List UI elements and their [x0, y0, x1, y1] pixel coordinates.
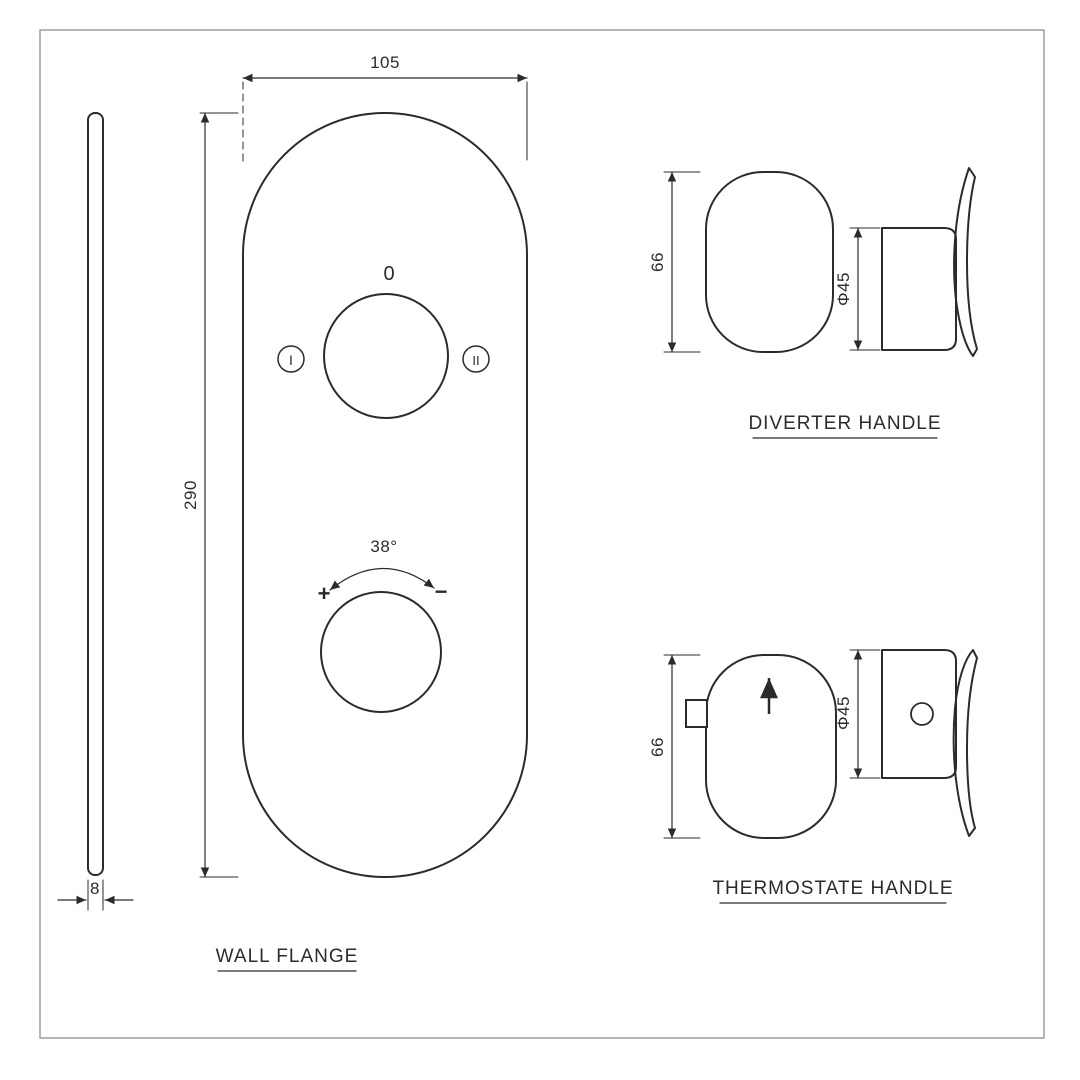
diverter-handle-label: DIVERTER HANDLE — [748, 413, 941, 434]
rotation-angle-label: 38° — [370, 537, 397, 556]
dim-height-value: 290 — [181, 480, 200, 510]
position-one-circle — [277, 345, 305, 373]
diverter-side-view-body — [881, 227, 957, 351]
position-two-label: II — [472, 353, 479, 368]
dim-thermostate-diameter-value: Φ45 — [834, 696, 853, 730]
diverter-zero-label: 0 — [383, 263, 394, 285]
thermostate-tab — [685, 699, 708, 728]
dim-diverter-height: 66 — [648, 171, 701, 353]
position-one-label: I — [289, 352, 293, 368]
dim-thickness-value: 8 — [90, 879, 100, 898]
thermostate-front-view — [705, 654, 837, 839]
dim-width-value: 105 — [370, 53, 400, 72]
thermostate-side-view-body — [881, 649, 957, 779]
minus-label: − — [435, 579, 448, 604]
dim-thermostate-diameter: Φ45 — [834, 649, 881, 779]
wall-flange-front-view — [242, 112, 528, 878]
thermostate-side-screw-hole — [910, 702, 934, 726]
thermostat-knob-circle — [320, 591, 442, 713]
wall-flange-label: WALL FLANGE — [216, 946, 359, 967]
thermostate-handle-label: THERMOSTATE HANDLE — [712, 878, 953, 899]
position-two-circle — [462, 345, 490, 373]
dim-thermostate-height: 66 — [648, 654, 701, 839]
dim-height: 290 — [181, 112, 239, 878]
diverter-knob-circle — [323, 293, 449, 419]
thermostate-side-blade — [952, 649, 978, 837]
dim-width: 105 — [242, 53, 528, 163]
rotation-arc — [329, 567, 435, 591]
wall-flange-side-view — [87, 112, 104, 876]
diverter-side-blade — [953, 167, 978, 357]
dim-diverter-diameter: Φ45 — [834, 227, 881, 351]
plus-label: + — [318, 581, 331, 606]
diverter-front-view — [705, 171, 834, 353]
dim-diverter-height-value: 66 — [648, 252, 667, 272]
dim-thermostate-height-value: 66 — [648, 737, 667, 757]
dim-thickness: 8 — [57, 879, 134, 911]
dim-diverter-diameter-value: Φ45 — [834, 272, 853, 306]
